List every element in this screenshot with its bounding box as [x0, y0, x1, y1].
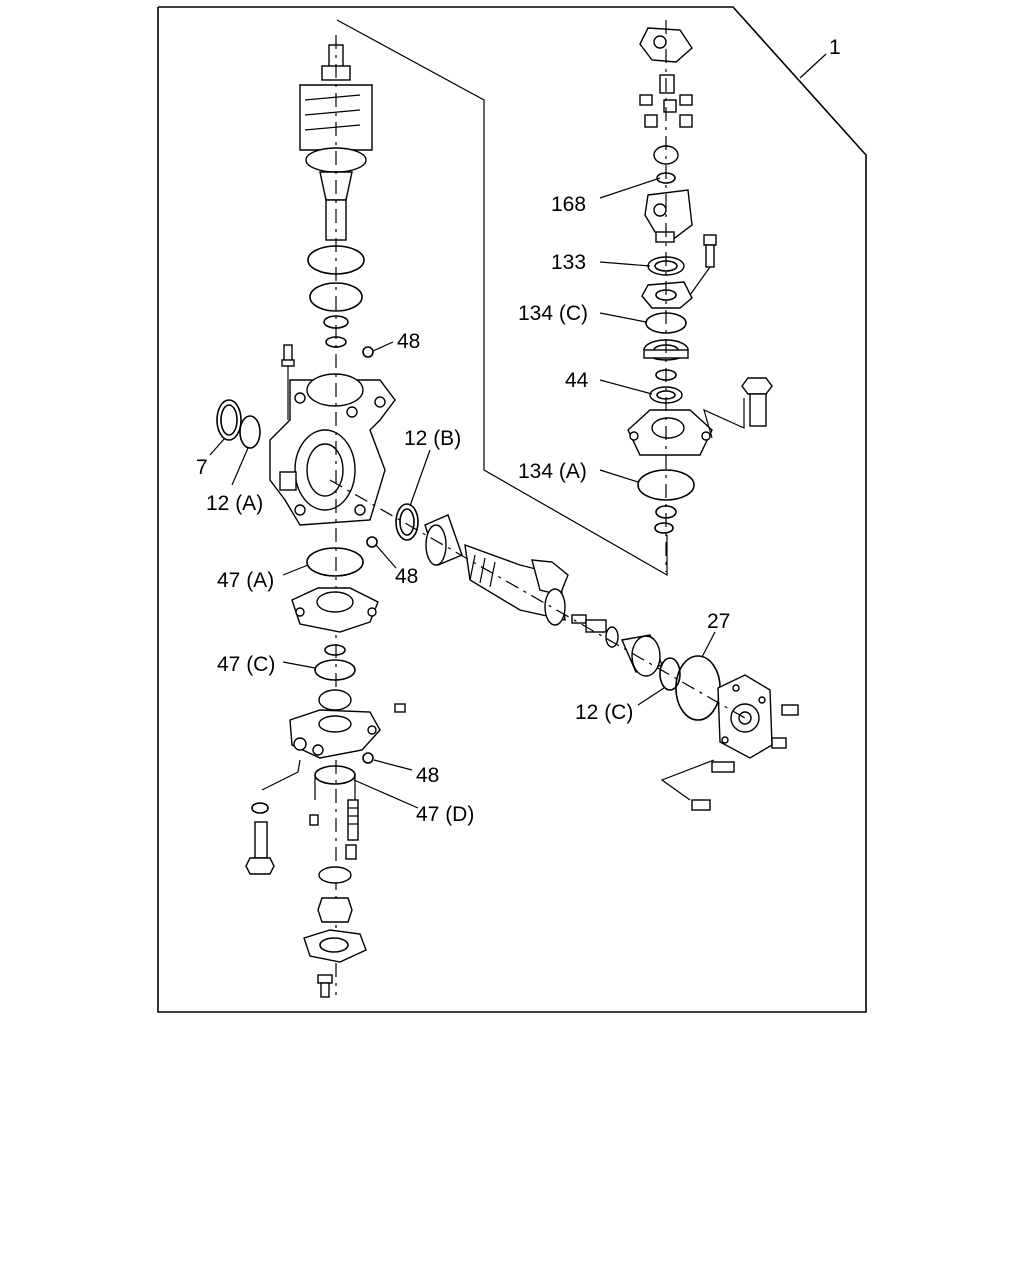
small-seal-3	[324, 644, 346, 656]
label-47d: 47 (D)	[416, 803, 474, 826]
valve-body-lower	[289, 709, 381, 759]
hex-nut-lower	[317, 897, 353, 923]
side-cover	[717, 674, 773, 759]
disc-lower	[318, 866, 352, 884]
cross-pins	[639, 94, 693, 128]
leader-48b	[375, 544, 397, 569]
label-12b: 12 (B)	[404, 427, 461, 450]
long-bolt-leader	[261, 759, 301, 791]
o-ring-47d	[314, 765, 356, 785]
sector-shaft	[464, 543, 569, 626]
leader-44	[599, 379, 653, 395]
assembly-frame	[157, 6, 867, 1013]
seal-7-inner	[220, 404, 238, 436]
label-134c: 134 (C)	[518, 302, 588, 325]
leader-47c	[282, 661, 316, 669]
o-ring-48-mid	[366, 536, 378, 548]
o-ring-48-low	[362, 752, 374, 764]
leader-7	[209, 437, 226, 456]
set-screw	[394, 703, 406, 713]
label-47a: 47 (A)	[217, 569, 274, 592]
label-1: 1	[829, 36, 841, 59]
gear-housing	[269, 373, 396, 526]
leader-1	[799, 53, 827, 79]
leader-47d	[353, 779, 419, 809]
seal-disc-top	[309, 282, 363, 312]
bolt-small	[703, 234, 717, 268]
cover-bolt-leader	[660, 759, 715, 801]
small-disc-bottom2	[654, 522, 674, 534]
bleeder-valve	[281, 344, 295, 420]
seal-12c	[659, 657, 681, 691]
label-48c: 48	[416, 764, 439, 787]
valve-housing	[627, 409, 713, 456]
seal-12b	[395, 503, 419, 541]
long-bolt	[245, 802, 275, 875]
leader-168	[599, 177, 661, 199]
leader-27	[701, 631, 716, 658]
label-133: 133	[551, 251, 586, 274]
leader-133	[599, 261, 651, 267]
adjust-screw	[571, 614, 619, 648]
o-ring-134a	[637, 469, 695, 501]
yoke-joint	[644, 189, 693, 243]
label-134a: 134 (A)	[518, 460, 587, 483]
bottom-bolt	[317, 974, 333, 998]
seal-7	[216, 399, 242, 441]
label-44: 44	[565, 369, 589, 392]
label-48b: 48	[395, 565, 418, 588]
piston-disc	[318, 689, 352, 711]
label-47c: 47 (C)	[217, 653, 275, 676]
axis-horizontal	[329, 479, 746, 719]
leader-12a	[231, 447, 249, 486]
lower-flange	[291, 587, 379, 633]
subassembly-outline	[336, 19, 668, 577]
hex-bolt-large	[741, 377, 773, 427]
seal-12a	[239, 415, 261, 449]
leader-12b	[409, 449, 431, 507]
o-ring-47c	[314, 659, 356, 681]
o-ring-48-top	[362, 346, 374, 358]
hex-bolt-leader	[703, 398, 745, 439]
leader-48c	[373, 759, 413, 771]
o-ring-27	[675, 655, 721, 721]
label-12a: 12 (A)	[206, 492, 263, 515]
seal-12b-inner	[399, 508, 415, 536]
leader-134c	[599, 312, 647, 323]
o-ring-47a	[306, 547, 364, 577]
bearing-sleeve	[424, 514, 463, 566]
bottom-cap	[303, 929, 367, 963]
label-12c: 12 (C)	[575, 701, 633, 724]
leader-48a	[372, 341, 394, 352]
needle-bearing	[621, 634, 663, 677]
plate-bracket	[641, 281, 693, 309]
leader-12c	[637, 687, 665, 706]
bolt-leader	[689, 266, 711, 296]
label-7: 7	[196, 456, 208, 479]
leader-47a	[282, 564, 309, 576]
leader-134a	[599, 469, 639, 483]
label-27: 27	[707, 610, 730, 633]
spring	[345, 799, 359, 860]
label-48a: 48	[397, 330, 420, 353]
label-168: 168	[551, 193, 586, 216]
plug-left	[309, 814, 319, 826]
cover-bolts	[691, 704, 799, 811]
